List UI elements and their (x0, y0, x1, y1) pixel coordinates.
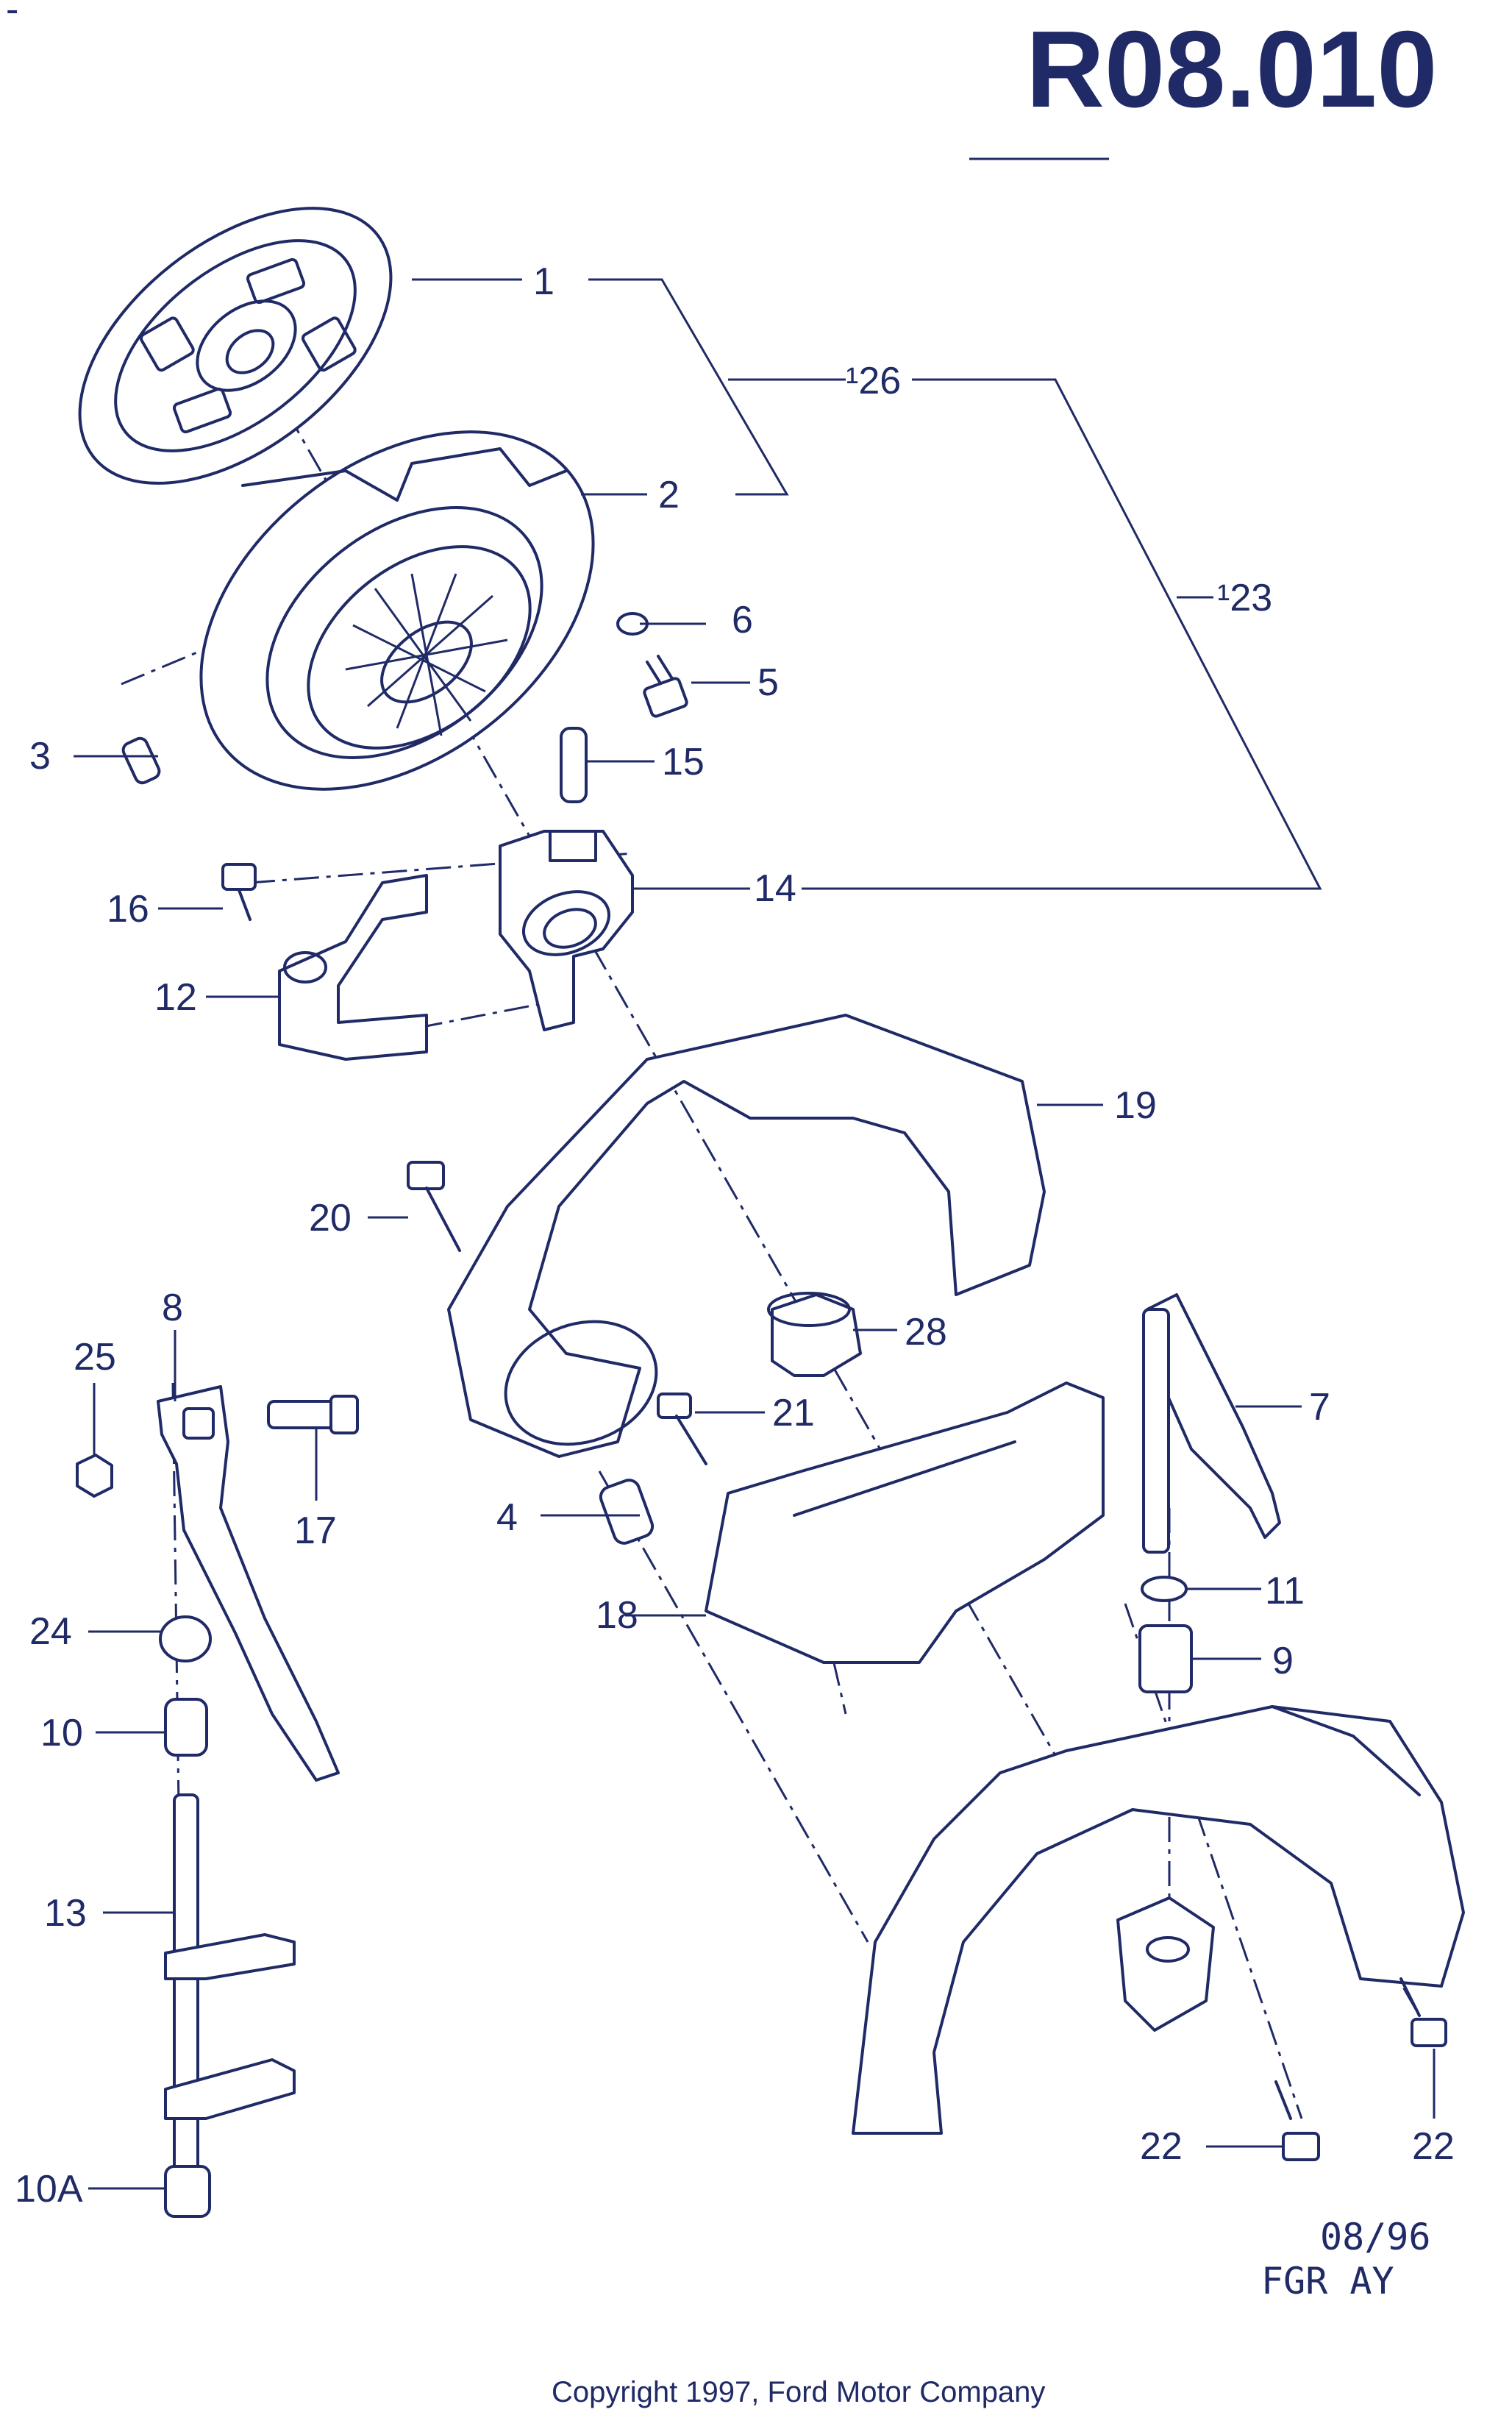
cover-bolt-lower (657, 1393, 707, 1465)
release-bearing (499, 830, 634, 1031)
callout-10a: 10A (15, 2168, 83, 2211)
kit-bracket-lines (588, 278, 1322, 890)
bearing-clamp (221, 863, 428, 1061)
callout-6: 6 (732, 599, 753, 641)
washer-and-bush (1138, 1576, 1193, 1693)
callout-9: 9 (1272, 1640, 1294, 1682)
callout-19: 19 (1114, 1084, 1157, 1127)
clutch-disc (78, 207, 393, 485)
callout-13: 13 (44, 1892, 87, 1935)
callout-7: 7 (1309, 1386, 1330, 1429)
callout-10: 10 (40, 1712, 83, 1754)
callout-21: 21 (772, 1392, 815, 1434)
callout-20: 20 (309, 1197, 352, 1239)
callout-12: 12 (154, 976, 197, 1019)
callout-25: 25 (74, 1336, 116, 1379)
page-code: R08.010 (1026, 9, 1438, 130)
callout-3: 3 (29, 735, 51, 778)
transmission-housing (852, 1705, 1465, 2135)
pressure-plate (199, 430, 595, 791)
callout-18: 18 (596, 1594, 638, 1637)
pressure-plate-bolt (616, 612, 688, 718)
dowel-pin (121, 736, 161, 785)
shaft-bush-lower (164, 2165, 211, 2218)
guide-sleeve (560, 727, 588, 803)
callout-26: ¹26 (846, 360, 901, 402)
callout-2: 2 (658, 474, 680, 516)
callout-leaders (74, 278, 1436, 2190)
cover-bolt-upper (407, 1161, 461, 1252)
housing-bolt-right (1399, 1977, 1447, 2047)
upper-dust-cover (447, 1014, 1046, 1458)
callout-24: 24 (29, 1610, 72, 1653)
corner-mark: - (6, 0, 18, 31)
copyright-footer: Copyright 1997, Ford Motor Company (552, 2376, 1045, 2408)
callout-4: 4 (496, 1496, 518, 1539)
callout-14: 14 (754, 867, 796, 910)
callout-23: ¹23 (1217, 577, 1272, 619)
lever-nut (76, 1454, 113, 1498)
callout-labels: 1 2 3 4 5 6 7 8 9 10 10A 11 12 13 14 15 … (15, 260, 1455, 2211)
spacer-bush (599, 1479, 655, 1545)
code-stamp: FGR AY (1261, 2260, 1394, 2302)
callout-1: 1 (533, 260, 554, 303)
release-fork-lever (157, 1385, 340, 1782)
lever-bolt (267, 1395, 359, 1434)
guide-bush (767, 1292, 862, 1377)
callout-28: 28 (905, 1311, 947, 1354)
callout-11: 11 (1265, 1570, 1305, 1612)
callout-5: 5 (757, 661, 779, 704)
callout-17: 17 (294, 1509, 337, 1552)
callout-22-right: 22 (1412, 2125, 1455, 2168)
callout-22-lower: 22 (1140, 2125, 1183, 2168)
shaft-bush (164, 1698, 208, 1757)
shaft-bush-upper (159, 1615, 212, 1662)
release-bracket (1142, 1293, 1281, 1554)
callout-15: 15 (662, 741, 705, 783)
date-stamp: 08/96 (1320, 2216, 1431, 2258)
lower-dust-cover (705, 1381, 1105, 1664)
callout-16: 16 (107, 888, 149, 931)
release-shaft (164, 1793, 296, 2179)
housing-bolt-lower (1274, 2080, 1320, 2161)
callout-8: 8 (162, 1287, 183, 1329)
